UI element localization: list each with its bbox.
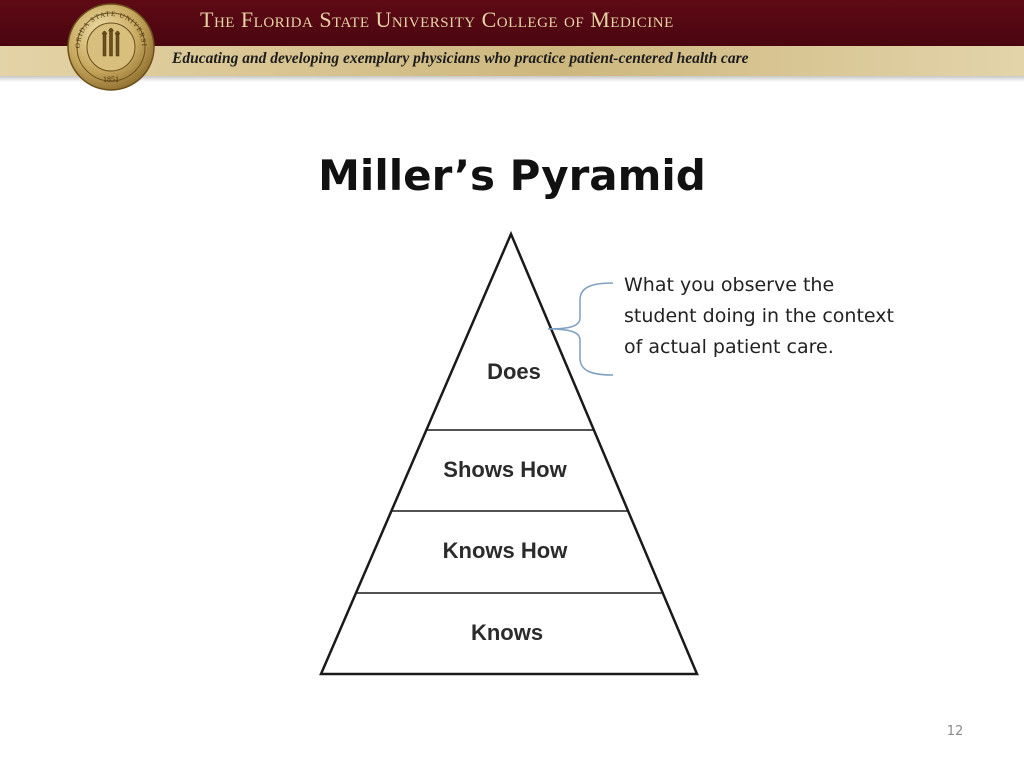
- tier-knows-label: Knows: [471, 620, 543, 645]
- university-seal-logo: FLORIDA STATE UNIVERSITY 1851: [66, 2, 155, 91]
- banner-shadow: [0, 76, 1024, 82]
- does-annotation: What you observe the student doing in th…: [624, 274, 894, 358]
- tier-shows-how-label: Shows How: [443, 457, 567, 482]
- slide-number: 12: [946, 724, 964, 739]
- pyramid-outline: [319, 230, 699, 676]
- header-banner: [0, 0, 1024, 46]
- slide-title: Miller’s Pyramid: [318, 151, 706, 200]
- header-tagline: Educating and developing exemplary physi…: [172, 50, 749, 67]
- header-title: The Florida State University College of …: [200, 7, 674, 32]
- tier-knows-how-label: Knows How: [443, 538, 569, 563]
- annotation-bracket: [547, 282, 614, 376]
- tier-does-label: Does: [487, 359, 541, 384]
- tagline-band: [0, 46, 1024, 76]
- seal-year: 1851: [103, 75, 119, 84]
